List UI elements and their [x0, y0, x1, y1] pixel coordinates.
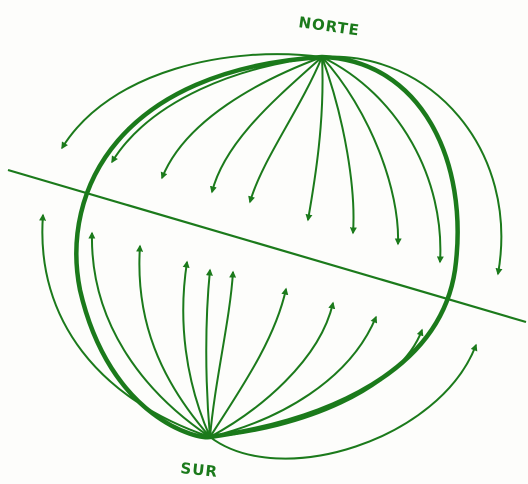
north-field-line	[322, 57, 440, 262]
south-field-line	[210, 330, 422, 437]
south-field-line	[206, 270, 210, 437]
north-field-line	[112, 57, 322, 162]
south-field-lines	[42, 215, 476, 459]
south-field-line	[210, 272, 233, 437]
north-pole-label: NORTE	[297, 13, 361, 39]
north-field-line	[162, 57, 322, 178]
south-field-line	[210, 303, 333, 437]
north-field-line	[322, 57, 353, 233]
north-field-line	[322, 57, 398, 244]
north-field-line	[250, 57, 322, 202]
north-field-lines	[62, 54, 501, 274]
south-pole-label: SUR	[180, 459, 219, 481]
axis-line	[8, 170, 526, 322]
